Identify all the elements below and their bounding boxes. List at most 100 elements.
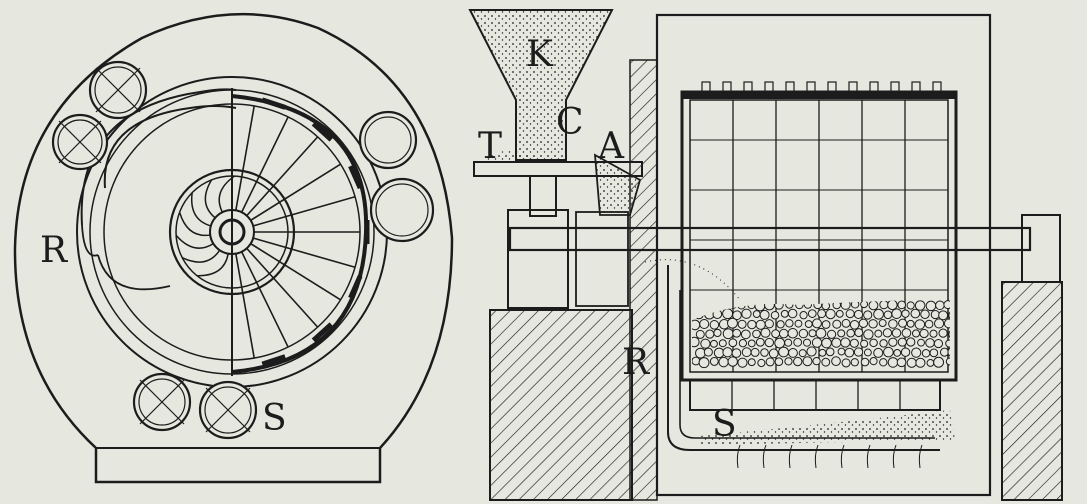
ball — [692, 301, 700, 310]
ball — [948, 329, 950, 340]
label-C: C — [556, 102, 584, 143]
ball — [840, 337, 851, 348]
fall-line — [762, 444, 767, 469]
ball — [747, 358, 756, 367]
ball — [737, 319, 747, 329]
ball — [906, 337, 916, 347]
ball — [835, 309, 844, 318]
ball — [853, 309, 864, 320]
outer-casing — [13, 12, 454, 484]
ball — [817, 309, 827, 319]
chute — [593, 153, 642, 216]
ball — [821, 320, 831, 329]
ball — [860, 339, 869, 348]
ball — [933, 338, 944, 349]
ball — [698, 357, 710, 369]
fall-line — [788, 444, 793, 469]
sieve-ribs — [731, 380, 901, 410]
main-shaft — [508, 226, 1032, 252]
ball — [850, 358, 859, 367]
ball — [768, 348, 779, 359]
label-R-left: R — [40, 230, 68, 271]
label-S-left: S — [262, 398, 287, 439]
ball — [906, 357, 917, 368]
ball — [935, 300, 945, 311]
ball — [925, 300, 937, 312]
spoke — [240, 251, 289, 348]
ball — [780, 309, 789, 318]
ball — [812, 318, 822, 329]
ball — [784, 357, 793, 366]
drum-rim — [57, 119, 103, 165]
ball — [695, 329, 705, 339]
ball — [778, 328, 789, 339]
label-T: T — [478, 126, 502, 167]
ball — [747, 319, 757, 330]
ball — [863, 329, 874, 340]
vane — [190, 192, 212, 227]
ball — [771, 329, 781, 339]
ball — [712, 309, 723, 320]
ball — [924, 319, 934, 329]
end-view: R S — [13, 12, 454, 484]
drum-rim — [138, 378, 186, 426]
side-section: K T C A R S — [468, 9, 1063, 501]
ball — [708, 300, 718, 311]
drum — [369, 177, 435, 243]
drum-cross — [139, 379, 185, 425]
fall-line — [736, 444, 741, 469]
ball — [798, 349, 807, 358]
ball — [863, 348, 872, 357]
ball — [898, 318, 908, 328]
spoke — [250, 163, 341, 222]
feed-table — [473, 161, 643, 177]
ball — [837, 347, 846, 356]
ball — [710, 339, 718, 348]
ball — [934, 318, 945, 329]
ball — [737, 301, 746, 310]
ball — [874, 329, 883, 338]
ball — [764, 300, 775, 311]
ball — [841, 358, 851, 368]
sieve-plate — [348, 165, 363, 190]
ball — [849, 319, 860, 330]
bolt — [890, 81, 900, 93]
ball — [692, 336, 700, 348]
ball — [760, 348, 769, 357]
sieve-drums — [51, 60, 435, 440]
drum-rim — [375, 183, 429, 237]
ball — [853, 347, 864, 357]
ball — [947, 346, 950, 358]
ball — [891, 308, 902, 319]
drum — [358, 110, 418, 170]
label-K: K — [526, 34, 554, 75]
ball — [764, 337, 775, 348]
ball — [770, 310, 780, 320]
ball — [755, 337, 765, 347]
ball — [841, 318, 851, 328]
ball — [948, 310, 950, 321]
ball — [741, 347, 752, 358]
vane — [178, 212, 211, 237]
fall-line — [866, 444, 871, 469]
ball — [943, 318, 950, 329]
bolt — [932, 81, 942, 93]
label-R-right: R — [622, 342, 650, 383]
ball — [821, 357, 831, 367]
ball — [718, 356, 729, 368]
spoke — [246, 247, 319, 328]
ball — [793, 356, 803, 367]
ball — [722, 308, 734, 320]
ball — [794, 319, 803, 328]
ball — [933, 356, 945, 368]
return-duct — [667, 265, 940, 451]
ball — [752, 329, 761, 339]
ball — [938, 310, 949, 321]
ball — [930, 309, 940, 320]
ball — [945, 339, 950, 348]
ball — [811, 337, 823, 348]
bolt — [911, 81, 921, 93]
ball — [774, 337, 786, 349]
ball — [879, 300, 889, 310]
fall-line — [814, 444, 819, 469]
